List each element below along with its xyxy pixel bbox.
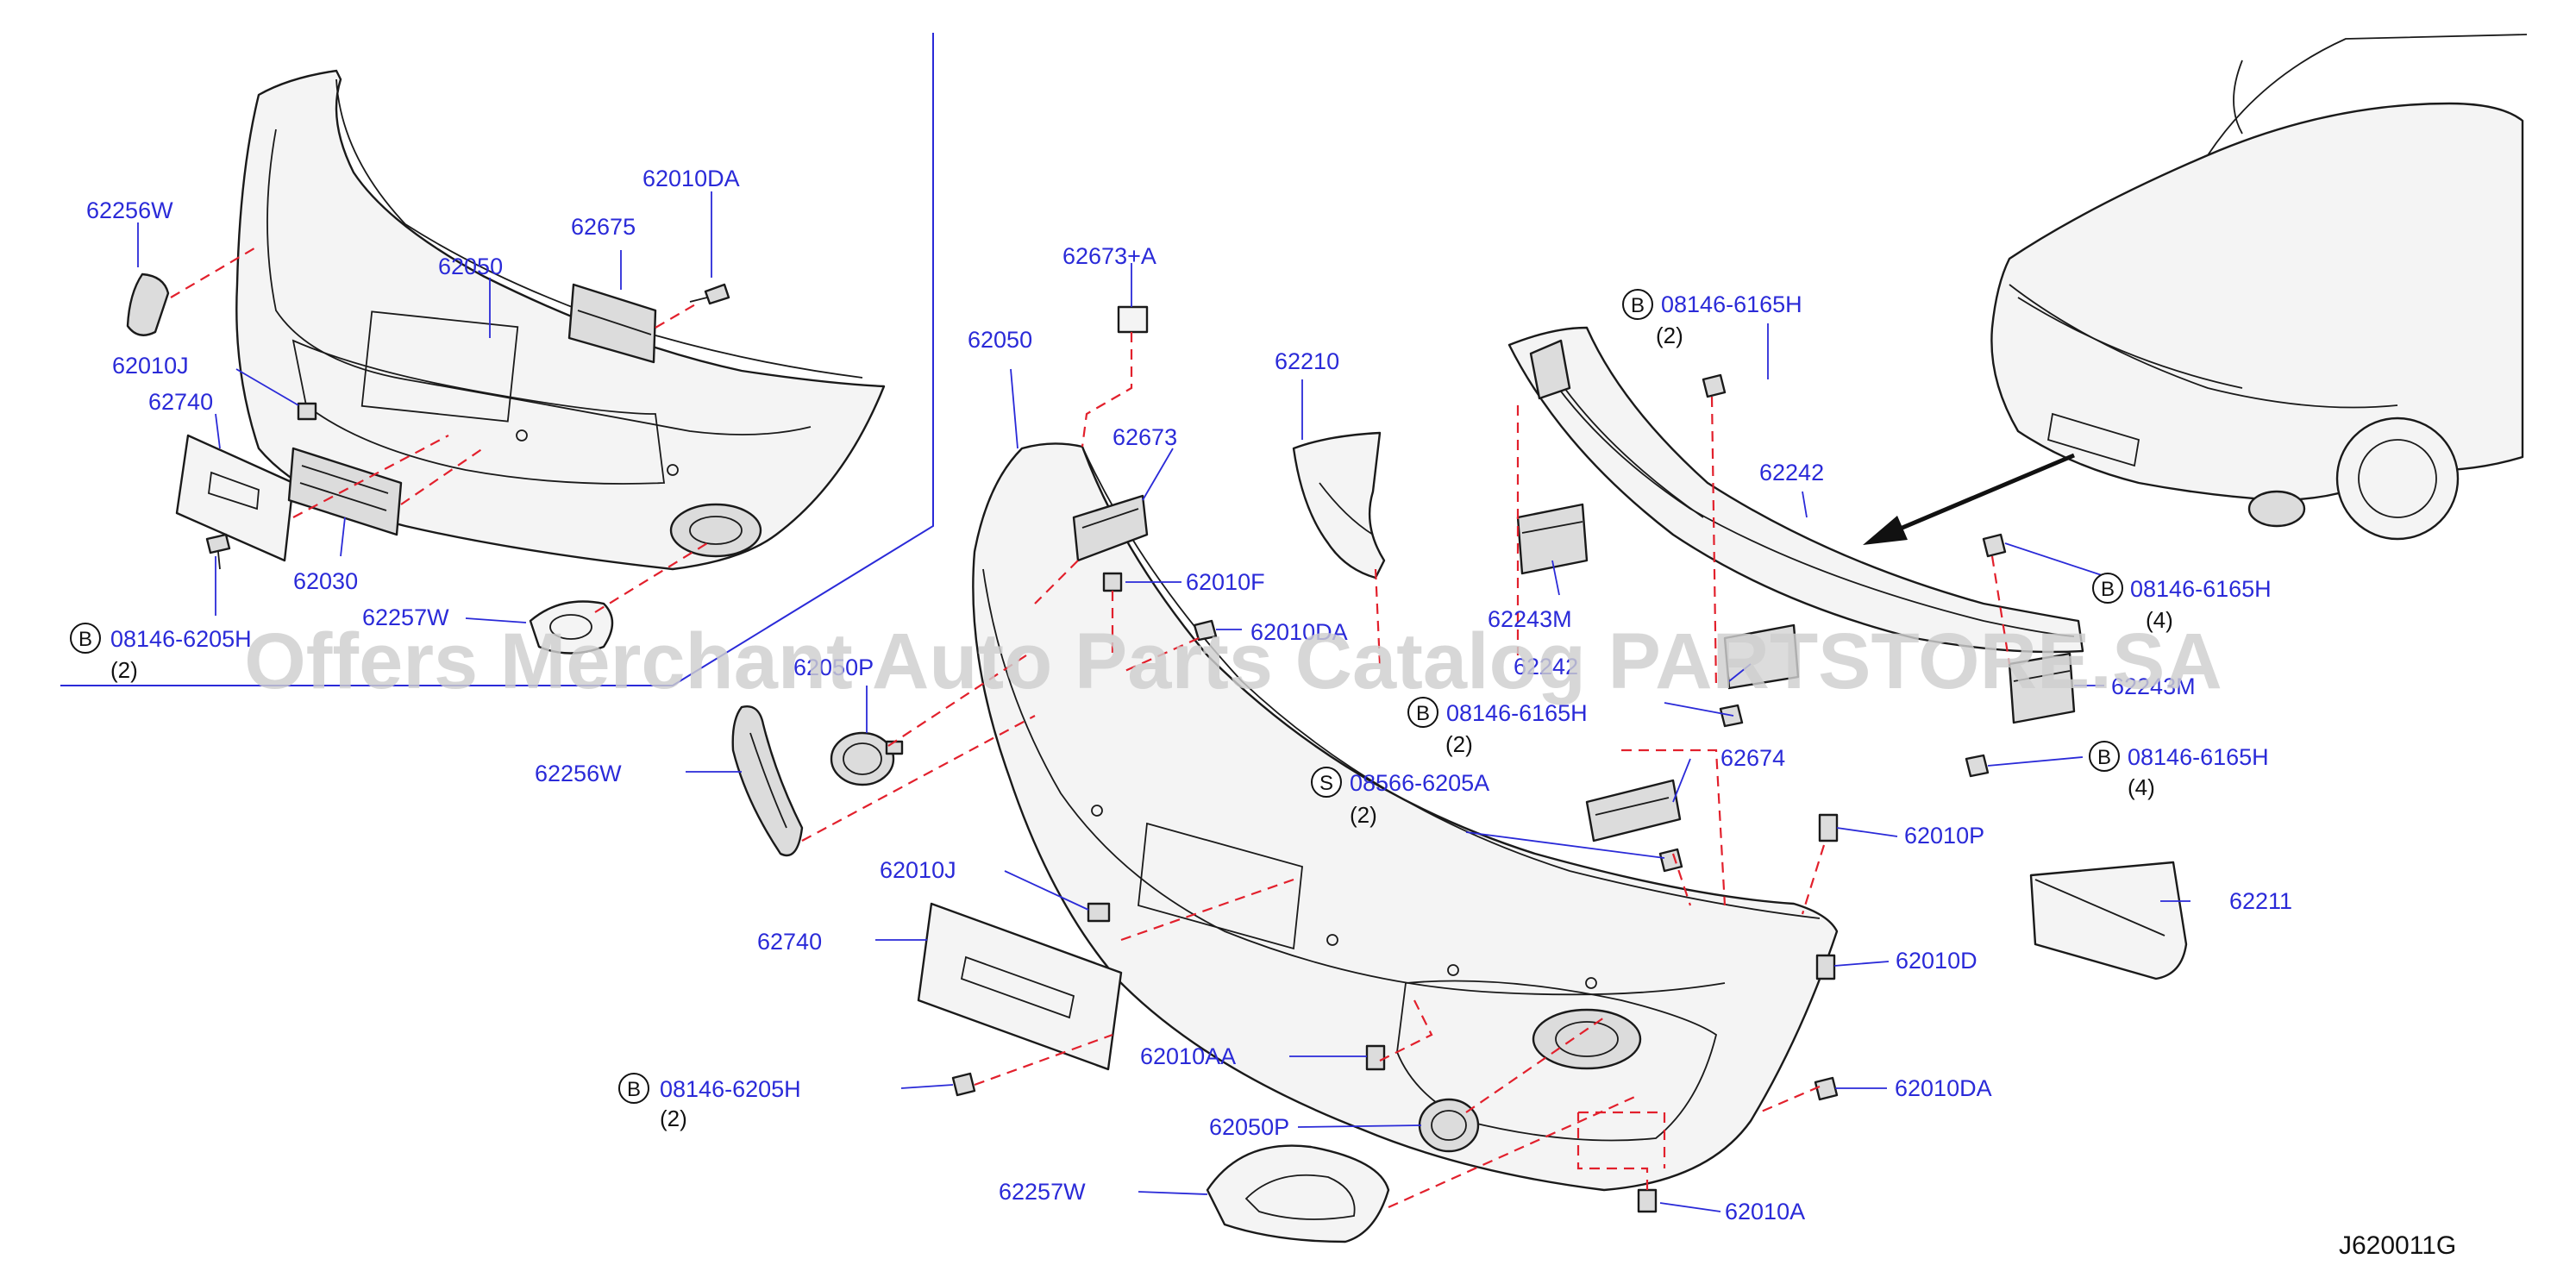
- part-label: 08146-6205H: [660, 1076, 801, 1102]
- quantity: (4): [2128, 774, 2155, 800]
- diagram-code: J620011G: [2339, 1231, 2456, 1260]
- part-label: 08146-6205H: [110, 626, 252, 652]
- main-fasteners: [951, 373, 2007, 1213]
- main-62256W-bracket: [731, 705, 804, 857]
- part-label: 62050: [438, 254, 503, 279]
- badge-rings: [70, 289, 2123, 1104]
- main-leaders: [686, 263, 2191, 1212]
- inset-leaders: [137, 191, 712, 623]
- badge-b: B: [2101, 578, 2115, 601]
- inset-bumper-assembly: [235, 69, 886, 571]
- inset-bolts: [205, 283, 730, 570]
- part-label: 62010DA: [1895, 1075, 1992, 1101]
- main-62242-reinforcement: [1507, 326, 2084, 654]
- main-62211-cover: [2029, 861, 2188, 980]
- quantities: (2) (2) (4) (2) (2) (4) (2): [110, 323, 2173, 1131]
- part-label: 62243M: [2111, 673, 2196, 699]
- part-label: 62210: [1275, 348, 1339, 374]
- watermark-text: Offers Merchant Auto Parts Catalog PARTS…: [244, 617, 2222, 705]
- part-label: 62675: [571, 214, 636, 240]
- badge-b: B: [1631, 294, 1645, 317]
- part-label: 62010D: [1896, 948, 1977, 974]
- part-label: 62242: [1759, 460, 1824, 485]
- part-label: 62010DA: [642, 166, 740, 191]
- badge-b: B: [78, 628, 92, 651]
- quantity: (2): [1445, 731, 1473, 757]
- part-label: 62211: [2229, 888, 2292, 914]
- badge-b: B: [1416, 702, 1430, 725]
- badge-b: B: [627, 1078, 641, 1101]
- part-label: 62010DA: [1250, 619, 1348, 645]
- main-62243M-bracket-b: [2008, 652, 2076, 724]
- main-62740-plate: [917, 902, 1123, 1071]
- inset-62257W-cover: [529, 600, 614, 655]
- direction-arrow: [1863, 453, 2075, 545]
- badge-s: S: [1319, 772, 1333, 795]
- vehicle-front-view: [1990, 34, 2528, 541]
- part-label: 08146-6165H: [2130, 576, 2272, 602]
- part-label: 62050P: [1209, 1114, 1289, 1140]
- inset-62256W-bracket: [126, 272, 170, 336]
- part-labels: 62256W 62050 62675 62010DA 62010J 62740 …: [86, 166, 2292, 1224]
- view-separator: [60, 33, 934, 686]
- main-62257W-cover: [1206, 1144, 1390, 1243]
- part-label: 08566-6205A: [1350, 770, 1489, 796]
- part-label: 62740: [757, 929, 822, 955]
- part-label: 62030: [293, 568, 358, 594]
- part-label: 08146-6165H: [2128, 744, 2269, 770]
- quantity: (2): [660, 1105, 687, 1131]
- main-62050P-clip-lower: [1418, 1098, 1480, 1153]
- part-label: 62256W: [86, 197, 173, 223]
- part-label: 62010J: [112, 353, 189, 379]
- part-label: 62242: [1514, 654, 1578, 680]
- quantity: (2): [1350, 802, 1377, 828]
- main-62243M-bracket-a: [1516, 503, 1589, 575]
- part-label: 62050P: [793, 655, 874, 680]
- part-label: 62010P: [1904, 823, 1984, 849]
- quantity: (2): [1656, 323, 1683, 348]
- inset-62010J-clip: [297, 402, 317, 421]
- inset-62030-bracket: [287, 447, 403, 536]
- part-label: 62010AA: [1140, 1043, 1236, 1069]
- main-62210-cover: [1292, 431, 1386, 579]
- main-bumper-fascia: [972, 442, 1839, 1192]
- inset-62740-plate: [175, 434, 295, 562]
- badge-letters: B B B B S B B: [78, 294, 2115, 1101]
- part-label: 08146-6165H: [1446, 700, 1588, 726]
- part-label: 62674: [1720, 745, 1785, 771]
- main-62010J-clip: [1087, 902, 1111, 923]
- main-62050P-clip-upper: [830, 731, 904, 786]
- part-label: 62010F: [1186, 569, 1265, 595]
- part-label: 62010J: [880, 857, 956, 883]
- badge-b: B: [2097, 746, 2111, 769]
- main-62673A-pad: [1117, 305, 1149, 334]
- main-62243-bracket-middle: [1723, 623, 1800, 690]
- part-label: 62740: [148, 389, 213, 415]
- main-62673-bracket: [1072, 494, 1149, 562]
- main-dashed-lines: [801, 332, 2011, 1209]
- inset-62675-bracket: [567, 283, 657, 364]
- part-label: 62243M: [1488, 606, 1572, 632]
- part-label: 62050: [968, 327, 1032, 353]
- quantity: (4): [2146, 607, 2173, 633]
- main-62674-bracket: [1585, 779, 1682, 842]
- part-label: 62673+A: [1062, 243, 1156, 269]
- part-label: 62010A: [1725, 1199, 1805, 1224]
- part-label: 62673: [1113, 424, 1177, 450]
- part-label: 62257W: [362, 604, 449, 630]
- part-label: 08146-6165H: [1661, 291, 1802, 317]
- part-label: 62256W: [535, 761, 622, 786]
- quantity: (2): [110, 657, 138, 683]
- part-label: 62257W: [999, 1179, 1086, 1205]
